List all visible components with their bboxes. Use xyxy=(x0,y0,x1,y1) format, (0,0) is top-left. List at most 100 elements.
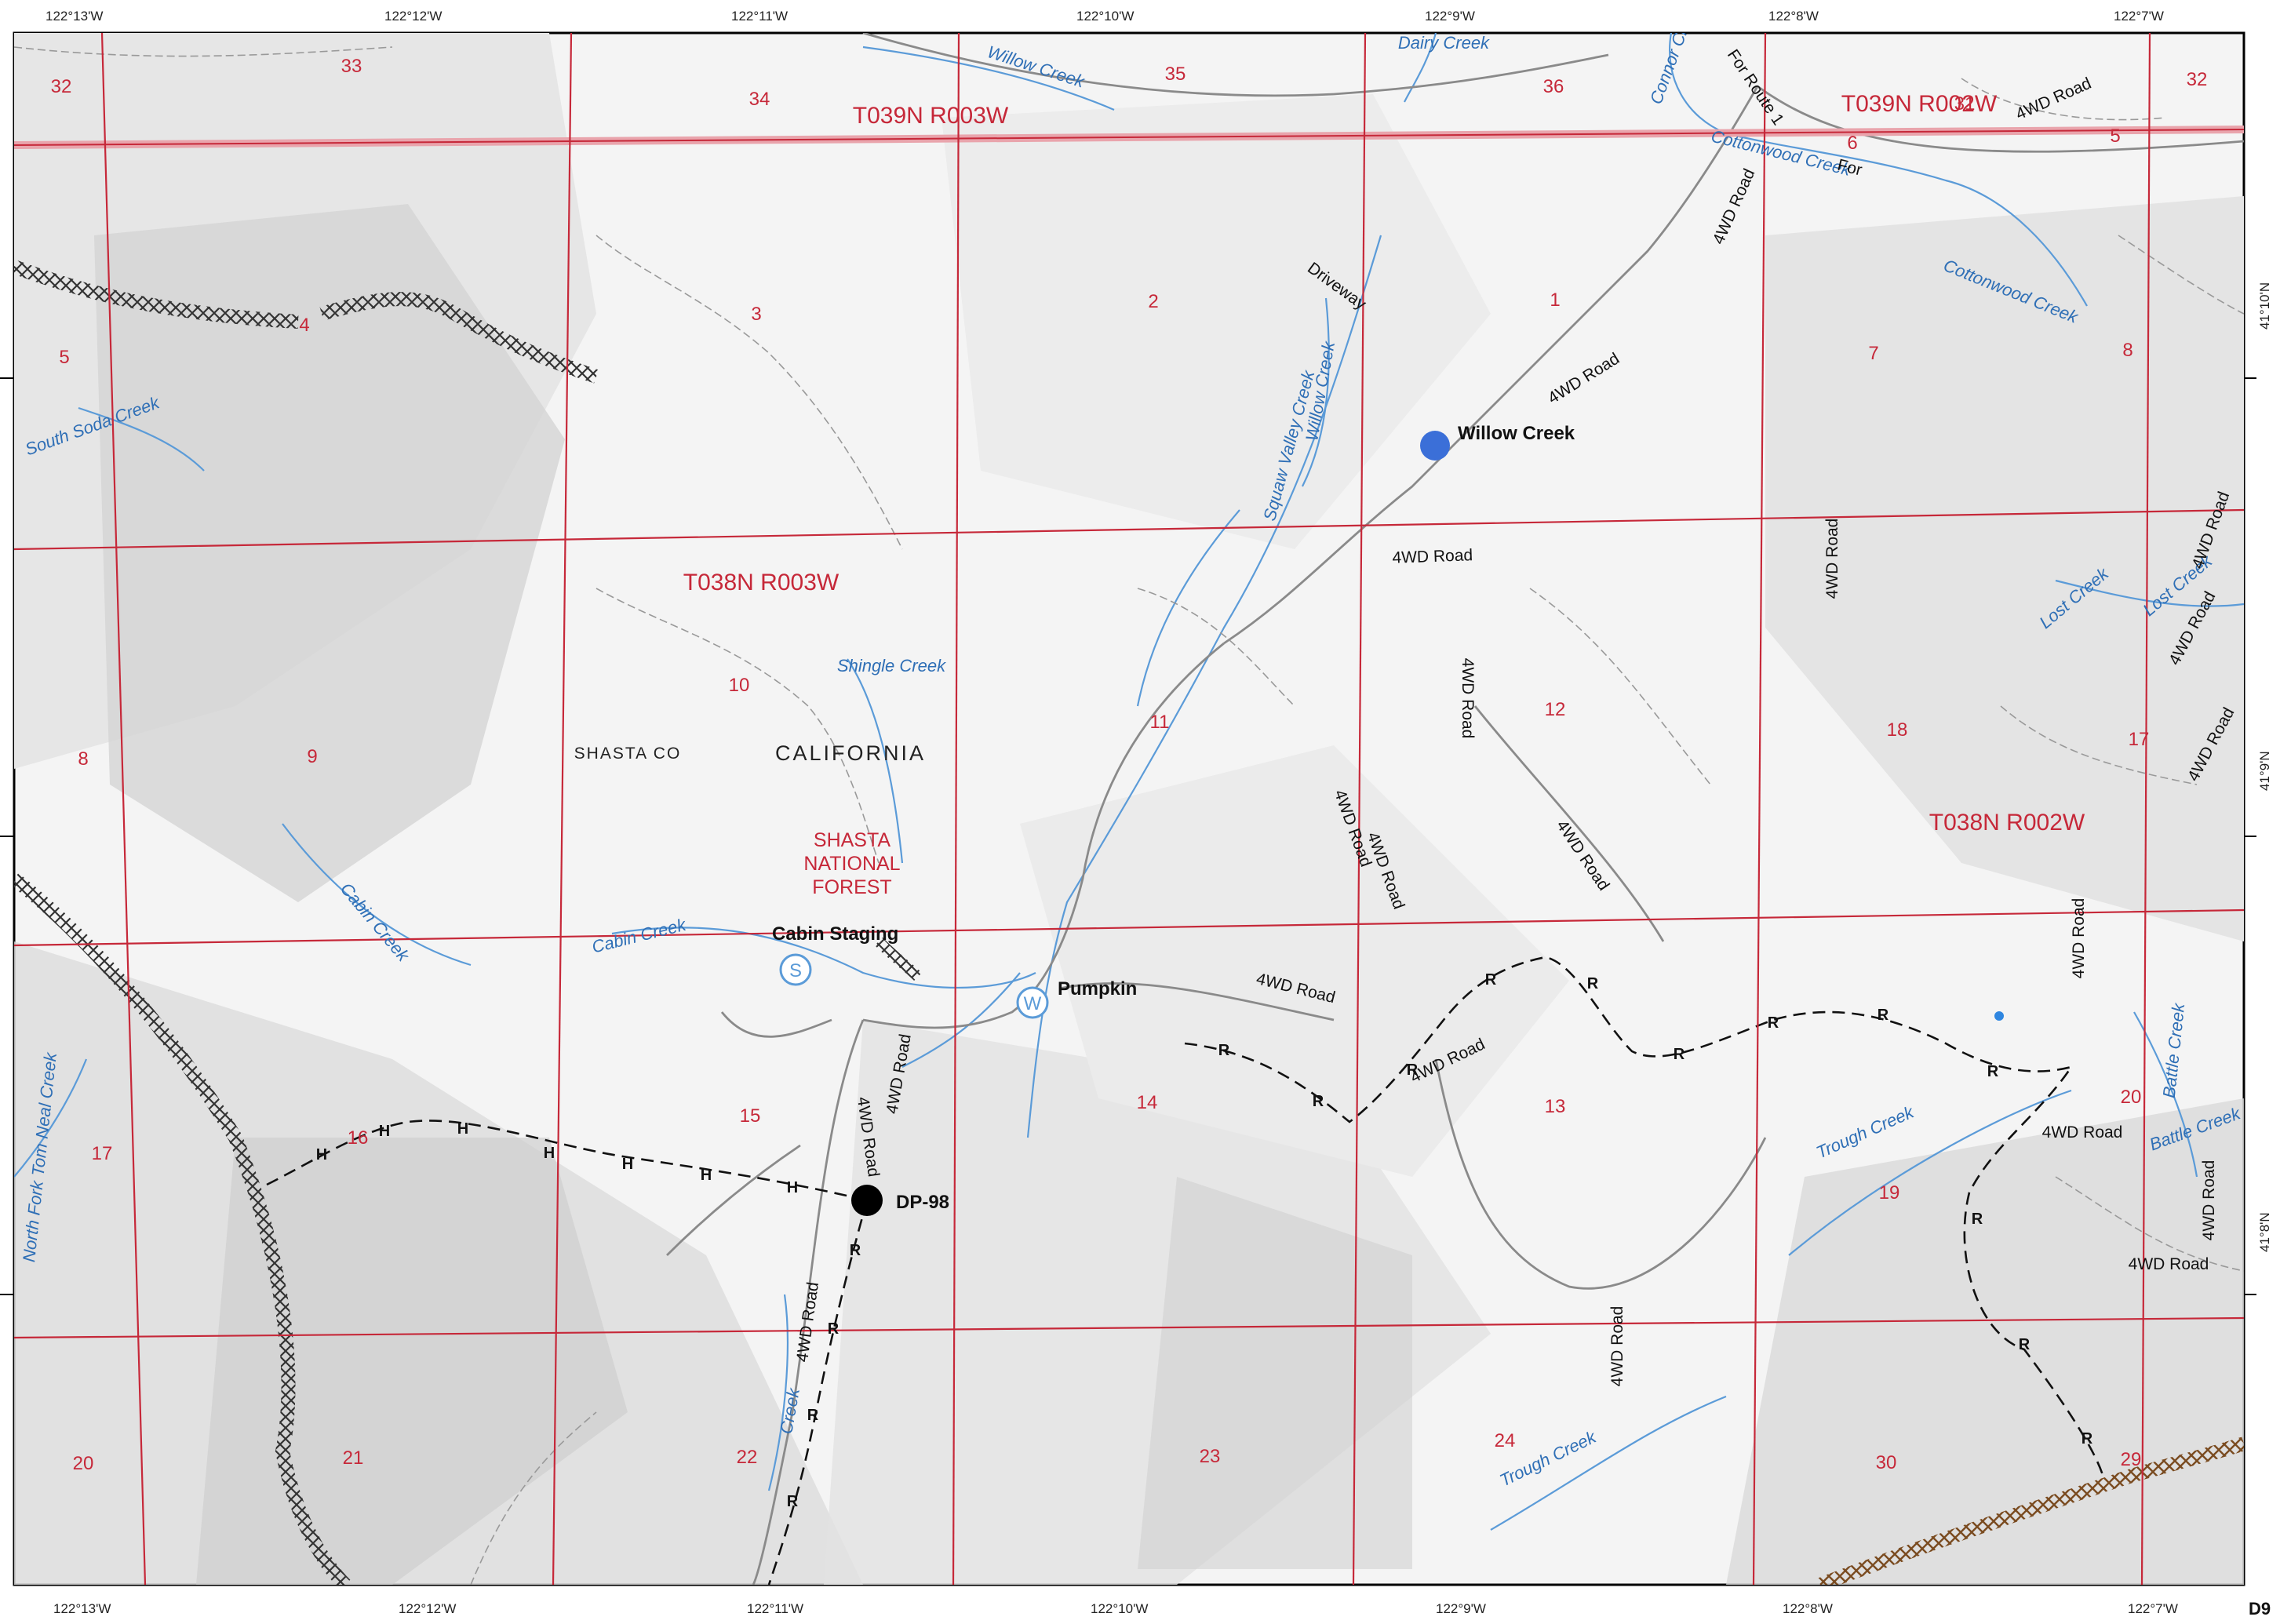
section-label: 1 xyxy=(1550,289,1560,311)
terrain-layer: 32 33 34 35 36 31 32 6 5 4 3 2 1 5 7 8 1… xyxy=(14,33,2244,1585)
small-water-point xyxy=(1994,1011,2004,1021)
section-label: 23 xyxy=(1200,1446,1221,1467)
section-label: 17 xyxy=(2129,729,2150,750)
section-label: 13 xyxy=(1545,1096,1566,1117)
section-label: 21 xyxy=(343,1447,364,1469)
section-labels: 32 33 34 35 36 31 32 6 5 4 3 2 1 5 7 8 1… xyxy=(51,56,2208,1474)
section-label: 2 xyxy=(1148,291,1158,312)
rail-line-east xyxy=(1184,956,2104,1476)
svg-text:H: H xyxy=(701,1167,712,1184)
section-label: 10 xyxy=(729,675,750,696)
coord-label: 41°9'N xyxy=(2257,751,2272,791)
road-label: 4WD Road xyxy=(2200,1160,2218,1241)
coord-label: 41°8'N xyxy=(2257,1212,2272,1252)
coord-label: 122°8'W xyxy=(1768,9,1819,24)
svg-text:R: R xyxy=(1768,1014,1779,1032)
sheet-id: D9 xyxy=(2249,1599,2271,1619)
svg-text:R: R xyxy=(828,1320,840,1338)
coord-label: 122°7'W xyxy=(2128,1601,2178,1616)
svg-text:H: H xyxy=(622,1156,633,1173)
drop-point-marker xyxy=(851,1185,883,1216)
section-label: 8 xyxy=(78,748,88,770)
coord-label: 122°12'W xyxy=(384,9,442,24)
coord-label: 122°13'W xyxy=(46,9,103,24)
svg-text:H: H xyxy=(316,1146,327,1163)
section-label: 9 xyxy=(307,746,317,767)
section-label: 14 xyxy=(1137,1092,1158,1113)
stream-label: Dairy Creek xyxy=(1398,33,1490,53)
svg-text:H: H xyxy=(379,1123,390,1140)
coord-label: 122°11'W xyxy=(747,1601,803,1616)
willow-creek-label: Willow Creek xyxy=(1458,423,1575,444)
staging-icon xyxy=(779,953,812,986)
svg-text:R: R xyxy=(2019,1336,2031,1353)
section-label: 35 xyxy=(1165,64,1186,85)
road-label: 4WD Road xyxy=(1459,658,1477,739)
township-labels: T039N R003W T039N R002W T038N R003W T038… xyxy=(683,91,2085,836)
region-labels: SHASTA CO CALIFORNIA SHASTA NATIONAL FOR… xyxy=(574,741,923,898)
svg-text:H: H xyxy=(544,1145,555,1162)
svg-text:R: R xyxy=(2082,1430,2093,1447)
county-label: SHASTA CO xyxy=(574,745,682,763)
point-features: Willow Creek S Cabin Staging W Pumpkin D… xyxy=(772,423,2004,1216)
svg-text:R: R xyxy=(1218,1042,1230,1059)
cabin-staging-label: Cabin Staging xyxy=(772,923,898,945)
section-label: 7 xyxy=(1868,343,1878,364)
coord-label: 122°12'W xyxy=(399,1601,456,1616)
section-label: 6 xyxy=(1847,133,1857,154)
section-label: 29 xyxy=(2121,1449,2142,1470)
bottom-coordinates: 122°13'W 122°12'W 122°11'W 122°10'W 122°… xyxy=(53,1601,2178,1616)
pumpkin-label: Pumpkin xyxy=(1058,978,1137,1000)
svg-text:R: R xyxy=(1485,971,1497,989)
section-label: 12 xyxy=(1545,699,1566,720)
top-coordinates: 122°13'W 122°12'W 122°11'W 122°10'W 122°… xyxy=(46,9,2164,24)
coord-label: 122°9'W xyxy=(1425,9,1475,24)
section-label: 3 xyxy=(751,304,761,325)
right-coordinates: 41°10'N 41°9'N 41°8'N xyxy=(2257,282,2272,1252)
section-label: 5 xyxy=(2110,126,2120,147)
coord-label: 122°13'W xyxy=(53,1601,111,1616)
road-label: 4WD Road xyxy=(2070,898,2088,979)
section-label: 33 xyxy=(341,56,362,77)
section-label: 32 xyxy=(51,76,72,97)
coord-label: 122°11'W xyxy=(731,9,788,24)
road-label: 4WD Road xyxy=(1392,546,1473,567)
section-label: 32 xyxy=(2187,69,2208,90)
section-grid xyxy=(14,33,2244,1585)
water-symbol: W xyxy=(1024,993,1042,1014)
line-markers: H H H H H H H R R R R R R R R R R R R R … xyxy=(316,971,2093,1510)
section-label: 36 xyxy=(1543,76,1564,97)
road-label: 4WD Road xyxy=(1608,1306,1626,1387)
svg-text:R: R xyxy=(787,1493,799,1510)
township-label: T038N R003W xyxy=(683,570,840,595)
coord-label: 122°10'W xyxy=(1076,9,1134,24)
road-label: 4WD Road xyxy=(2042,1123,2123,1142)
stream-label: Shingle Creek xyxy=(837,656,946,675)
section-label: 5 xyxy=(59,347,69,368)
section-label: 20 xyxy=(2121,1087,2142,1108)
svg-text:R: R xyxy=(1987,1063,1999,1080)
svg-text:R: R xyxy=(1587,975,1599,992)
dp98-label: DP-98 xyxy=(896,1192,949,1213)
section-label: 4 xyxy=(299,315,309,336)
svg-text:H: H xyxy=(457,1120,468,1138)
forest-label: NATIONAL xyxy=(803,853,900,875)
svg-text:R: R xyxy=(1878,1007,1889,1024)
svg-text:R: R xyxy=(1313,1093,1324,1110)
forest-label: SHASTA xyxy=(814,829,891,851)
section-label: 24 xyxy=(1495,1430,1516,1451)
section-label: 22 xyxy=(737,1447,758,1468)
coord-label: 122°9'W xyxy=(1436,1601,1486,1616)
willow-creek-point xyxy=(1420,431,1450,461)
coord-label: 122°10'W xyxy=(1091,1601,1148,1616)
road-label: 4WD Road xyxy=(2129,1255,2209,1273)
section-label: 11 xyxy=(1150,712,1170,733)
township-label: T039N R002W xyxy=(1841,91,1998,117)
section-label: 20 xyxy=(73,1453,94,1474)
trail-network xyxy=(14,46,2244,1585)
township-label: T039N R003W xyxy=(853,103,1009,129)
dozer-line xyxy=(266,1120,868,1202)
section-label: 18 xyxy=(1887,719,1908,741)
section-label: 30 xyxy=(1876,1452,1897,1473)
